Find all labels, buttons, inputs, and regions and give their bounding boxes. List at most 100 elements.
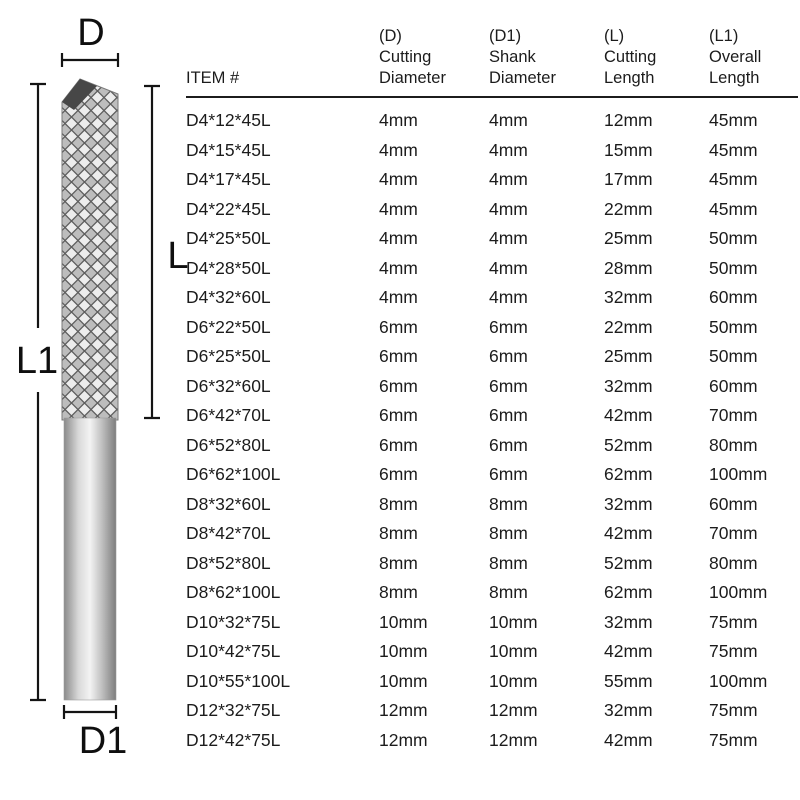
spec-value: 6mm — [379, 375, 418, 396]
spec-value: 6mm — [489, 434, 528, 455]
item-number: D4*17*45L — [186, 169, 271, 189]
dimension-cutting-diameter: D — [60, 12, 120, 67]
spec-value: 10mm — [489, 611, 538, 632]
item-number: D10*42*75L — [186, 641, 281, 661]
spec-value: 12mm — [379, 700, 428, 720]
spec-value: 32mm — [604, 700, 653, 720]
spec-value: 12mm — [604, 110, 653, 130]
item-number: D4*32*60L — [186, 287, 271, 307]
spec-value: 4mm — [489, 287, 528, 307]
spec-value: 4mm — [489, 257, 528, 278]
spec-value: 32mm — [604, 375, 653, 396]
table-row: D8*42*70L 8mm 8mm 42mm 70mm — [186, 519, 798, 549]
table-row: D4*28*50L 4mm 4mm 28mm 50mm — [186, 254, 798, 284]
spec-value: 28mm — [604, 257, 653, 278]
spec-value: 12mm — [489, 729, 538, 750]
spec-value: 100mm — [709, 670, 768, 691]
spec-value: 10mm — [489, 670, 538, 691]
spec-value: 75mm — [709, 700, 758, 720]
spec-value: 50mm — [709, 346, 758, 366]
spec-value: 70mm — [709, 405, 758, 425]
spec-value: 10mm — [379, 641, 428, 661]
spec-value: 4mm — [489, 228, 528, 248]
item-number: D10*55*100L — [186, 670, 291, 691]
item-number: D4*28*50L — [186, 257, 271, 278]
spec-value: 80mm — [709, 552, 758, 573]
item-number: D8*42*70L — [186, 523, 271, 543]
dimension-label-d1: D1 — [79, 720, 128, 762]
spec-value: 6mm — [489, 405, 528, 425]
spec-value: 62mm — [604, 582, 653, 602]
spec-value: 60mm — [709, 287, 758, 307]
spec-value: 70mm — [709, 523, 758, 543]
spec-value: 75mm — [709, 611, 758, 632]
dimension-cutting-length: L — [144, 84, 189, 420]
item-number: D4*15*45L — [186, 139, 271, 160]
item-number: D12*32*75L — [186, 700, 281, 720]
spec-value: 42mm — [604, 405, 653, 425]
spec-value: 4mm — [489, 169, 528, 189]
spec-value: 50mm — [709, 257, 758, 278]
spec-value: 4mm — [489, 139, 528, 160]
spec-value: 4mm — [379, 169, 418, 189]
table-row: D12*32*75L 12mm 12mm 32mm 75mm — [186, 696, 798, 726]
spec-value: 42mm — [604, 523, 653, 543]
item-number: D4*12*45L — [186, 110, 271, 130]
item-number: D6*32*60L — [186, 375, 271, 396]
spec-value: 52mm — [604, 434, 653, 455]
item-number: D6*62*100L — [186, 464, 281, 484]
shank-section — [63, 417, 117, 701]
spec-value: 6mm — [489, 346, 528, 366]
spec-value: 6mm — [379, 405, 418, 425]
spec-value: 4mm — [489, 110, 528, 130]
spec-value: 60mm — [709, 493, 758, 514]
spec-value: 6mm — [489, 464, 528, 484]
spec-value: 8mm — [379, 493, 418, 514]
spec-value: 25mm — [604, 346, 653, 366]
endmill-diagram: D L1 L D1 — [16, 12, 189, 762]
spec-value: 45mm — [709, 198, 758, 219]
spec-value: 8mm — [489, 523, 528, 543]
dimension-label-l: L — [167, 235, 188, 277]
spec-value: 60mm — [709, 375, 758, 396]
spec-value: 6mm — [379, 316, 418, 337]
item-number: D8*52*80L — [186, 552, 271, 573]
item-number: D8*62*100L — [186, 582, 281, 602]
spec-value: 4mm — [379, 139, 418, 160]
item-number: D10*32*75L — [186, 611, 281, 632]
header-cutting-diameter: (D) Cutting Diameter — [379, 27, 446, 87]
spec-value: 100mm — [709, 582, 768, 602]
dimension-shank-diameter: D1 — [62, 705, 128, 762]
header-cutting-length: (L) Cutting Length — [604, 27, 657, 87]
spec-value: 4mm — [379, 110, 418, 130]
spec-value: 80mm — [709, 434, 758, 455]
spec-value: 12mm — [489, 700, 538, 720]
spec-value: 52mm — [604, 552, 653, 573]
dimension-label-d: D — [77, 12, 104, 54]
spec-value: 4mm — [379, 257, 418, 278]
spec-value: 75mm — [709, 729, 758, 750]
spec-value: 42mm — [604, 729, 653, 750]
spec-value: 8mm — [379, 523, 418, 543]
spec-value: 55mm — [604, 670, 653, 691]
item-number: D8*32*60L — [186, 493, 271, 514]
spec-value: 8mm — [489, 552, 528, 573]
spec-value: 6mm — [489, 316, 528, 337]
spec-value: 100mm — [709, 464, 768, 484]
spec-value: 6mm — [379, 346, 418, 366]
spec-value: 32mm — [604, 611, 653, 632]
spec-value: 6mm — [379, 464, 418, 484]
spec-value: 4mm — [489, 198, 528, 219]
flute-section — [61, 78, 119, 421]
